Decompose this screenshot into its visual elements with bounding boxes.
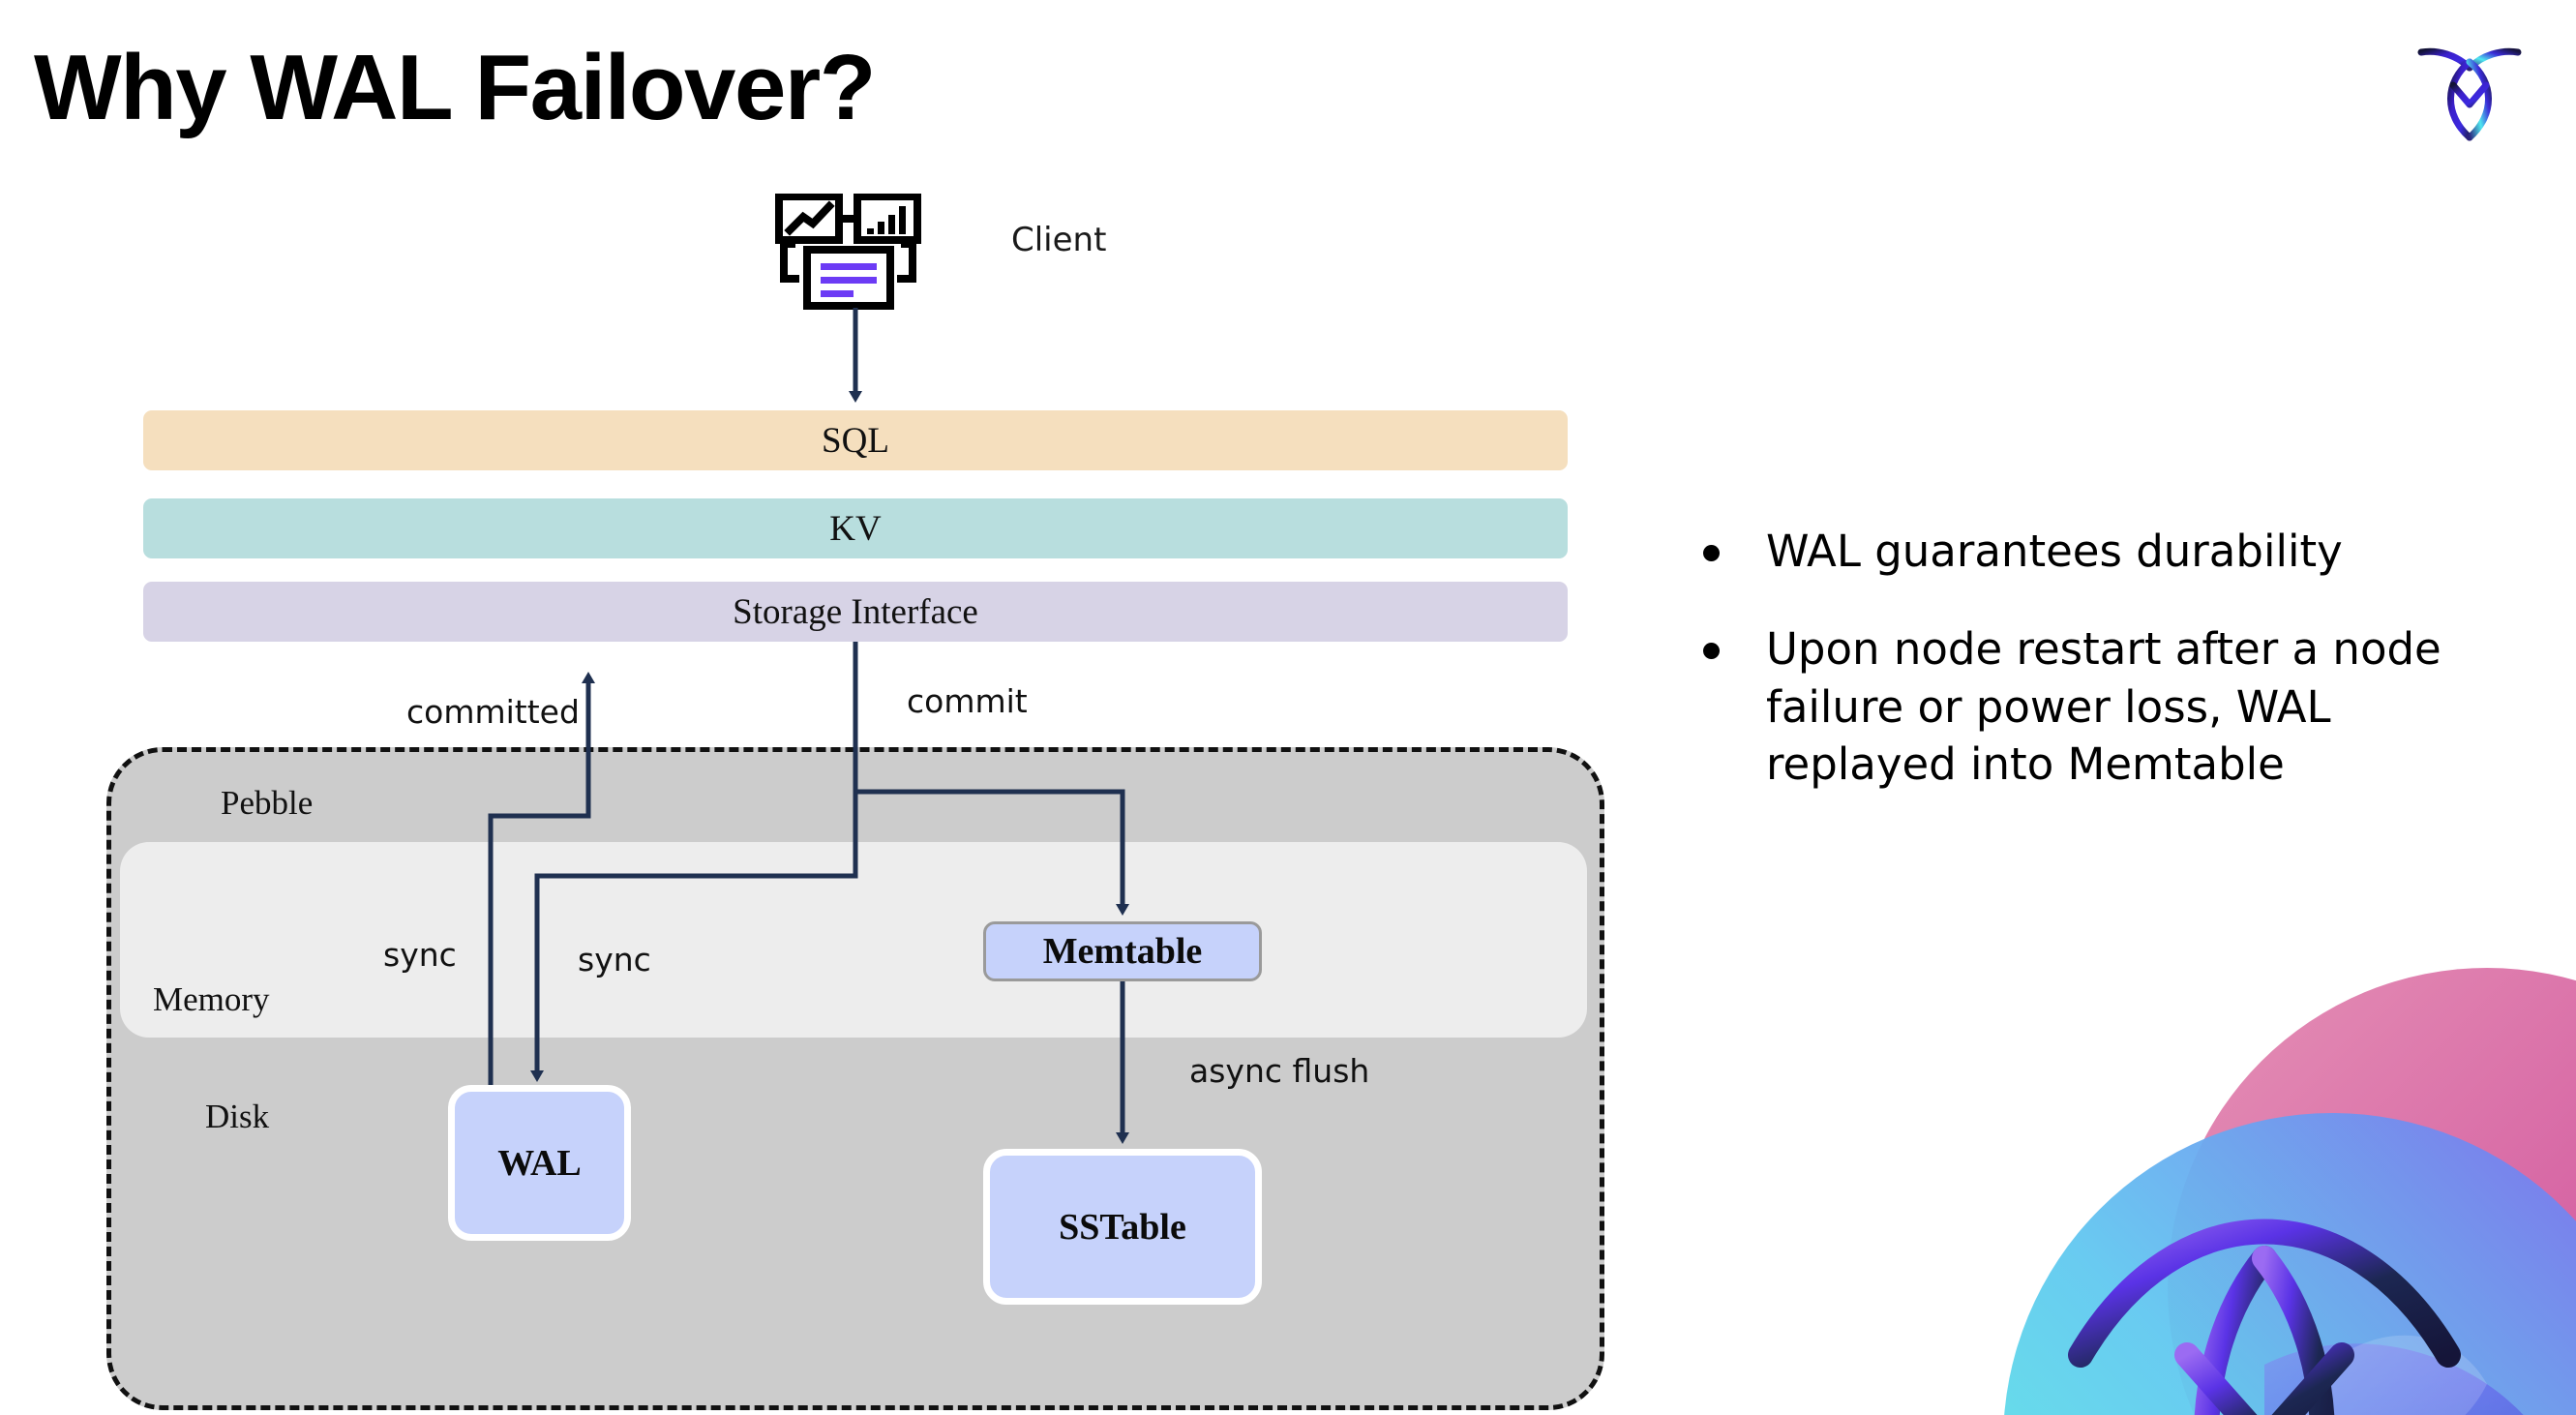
layer-bar-sql-label: SQL (822, 420, 889, 461)
memory-label: Memory (153, 980, 270, 1018)
edge-label-committed: committed (406, 693, 580, 731)
edge-label-sync-2: sync (578, 941, 651, 978)
node-sstable-label: SSTable (1059, 1206, 1186, 1248)
bullet-dot-icon (1703, 545, 1720, 561)
layer-bar-kv-label: KV (829, 508, 882, 549)
layer-bar-storage-interface: Storage Interface (143, 582, 1568, 642)
layer-bar-storage-interface-label: Storage Interface (733, 591, 978, 632)
client-label: Client (1011, 221, 1107, 259)
node-wal-label: WAL (497, 1142, 582, 1184)
node-sstable: SSTable (983, 1149, 1262, 1305)
bullet-text: Upon node restart after a node failure o… (1766, 623, 2441, 791)
bullet-dot-icon (1703, 643, 1720, 660)
node-wal: WAL (448, 1085, 631, 1241)
list-item: WAL guarantees durability (1703, 523, 2526, 580)
edge-label-async-flush: async flush (1189, 1052, 1370, 1090)
node-memtable: Memtable (983, 921, 1262, 981)
cockroachdb-logo-icon (2416, 31, 2523, 142)
bullet-list: WAL guarantees durability Upon node rest… (1703, 523, 2526, 834)
node-memtable-label: Memtable (1042, 931, 1203, 972)
edge-label-commit: commit (907, 682, 1028, 720)
layer-bar-sql: SQL (143, 410, 1568, 470)
pebble-label: Pebble (221, 784, 314, 822)
page-title: Why WAL Failover? (34, 36, 876, 139)
edge-label-sync-1: sync (383, 936, 457, 974)
disk-label: Disk (205, 1098, 270, 1135)
client-dashboard-icon (774, 193, 929, 310)
bullet-text: WAL guarantees durability (1766, 526, 2343, 577)
list-item: Upon node restart after a node failure o… (1703, 620, 2526, 793)
layer-bar-kv: KV (143, 498, 1568, 558)
